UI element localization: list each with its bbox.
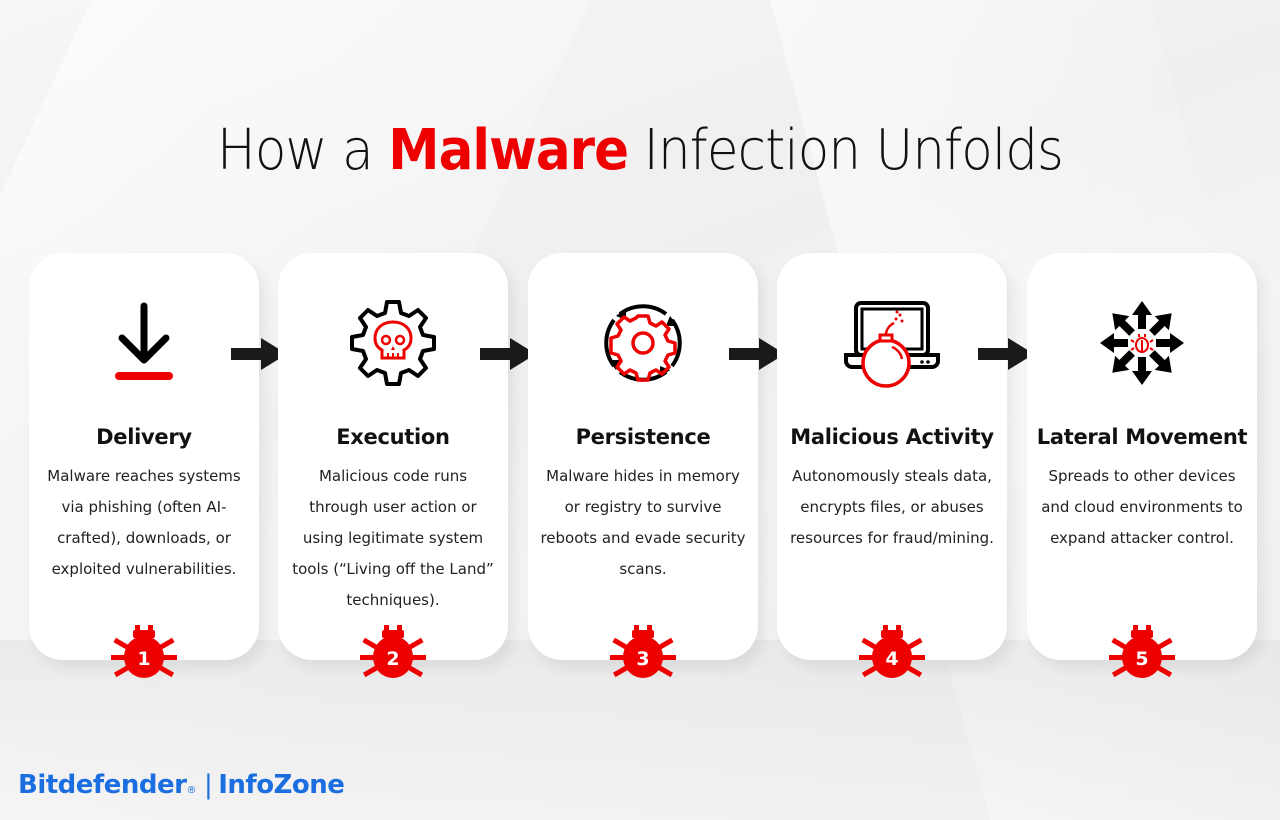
svg-text:2: 2 [386, 648, 399, 670]
bug-icon: 4 [859, 625, 925, 678]
bug-icon: 3 [610, 625, 676, 678]
flow-arrow [231, 338, 289, 370]
step-number-badge: 5 [1107, 623, 1177, 683]
flow-arrow [978, 338, 1036, 370]
page-title: How a Malware Infection Unfolds [51, 118, 1229, 183]
step-title: Persistence [575, 425, 711, 449]
brand-logo: Bitdefender® |InfoZone [18, 770, 345, 800]
step-title: Delivery [96, 425, 192, 449]
svg-text:5: 5 [1135, 648, 1148, 670]
gear-cycle-icon [528, 293, 758, 393]
gear-skull-icon [278, 293, 508, 393]
step-number-badge: 1 [109, 623, 179, 683]
step-description: Malicious code runs through user action … [292, 467, 494, 609]
step-card-delivery: Delivery Malware reaches systems via phi… [29, 253, 259, 678]
step-description: Malware hides in memory or registry to s… [540, 467, 746, 578]
title-prefix: How a [217, 118, 374, 183]
bug-icon: 2 [360, 625, 426, 678]
svg-text:4: 4 [885, 648, 898, 670]
step-number-badge: 4 [857, 623, 927, 683]
step-description: Malware reaches systems via phishing (of… [47, 467, 241, 578]
step-card-persistence: Persistence Malware hides in memory or r… [528, 253, 758, 678]
step-number-badge: 3 [608, 623, 678, 683]
registered-mark: ® [186, 785, 196, 796]
step-card-malicious-activity: Malicious Activity Autonomously steals d… [777, 253, 1007, 678]
step-card-execution: Execution Malicious code runs through us… [278, 253, 508, 678]
brand-name: Bitdefender [18, 770, 187, 800]
step-title: Execution [336, 425, 450, 449]
section-name: InfoZone [218, 770, 345, 800]
step-description: Autonomously steals data, encrypts files… [790, 467, 994, 547]
step-number-badge: 2 [358, 623, 428, 683]
step-title: Lateral Movement [1036, 425, 1248, 449]
flow-arrow [729, 338, 787, 370]
laptop-bomb-icon [777, 293, 1007, 393]
bug-spread-arrows-icon [1027, 293, 1257, 393]
bug-icon: 1 [111, 625, 177, 678]
step-description: Spreads to other devices and cloud envir… [1041, 467, 1243, 547]
download-icon [29, 293, 259, 393]
svg-text:1: 1 [137, 648, 150, 670]
step-card-lateral-movement: Lateral Movement Spreads to other device… [1027, 253, 1257, 678]
svg-text:3: 3 [636, 648, 649, 670]
title-highlight: Malware [388, 118, 629, 183]
logo-separator: | [203, 770, 213, 800]
bug-icon: 5 [1109, 625, 1175, 678]
flow-arrow [480, 338, 538, 370]
title-suffix: Infection Unfolds [643, 118, 1064, 183]
step-title: Malicious Activity [790, 425, 994, 449]
